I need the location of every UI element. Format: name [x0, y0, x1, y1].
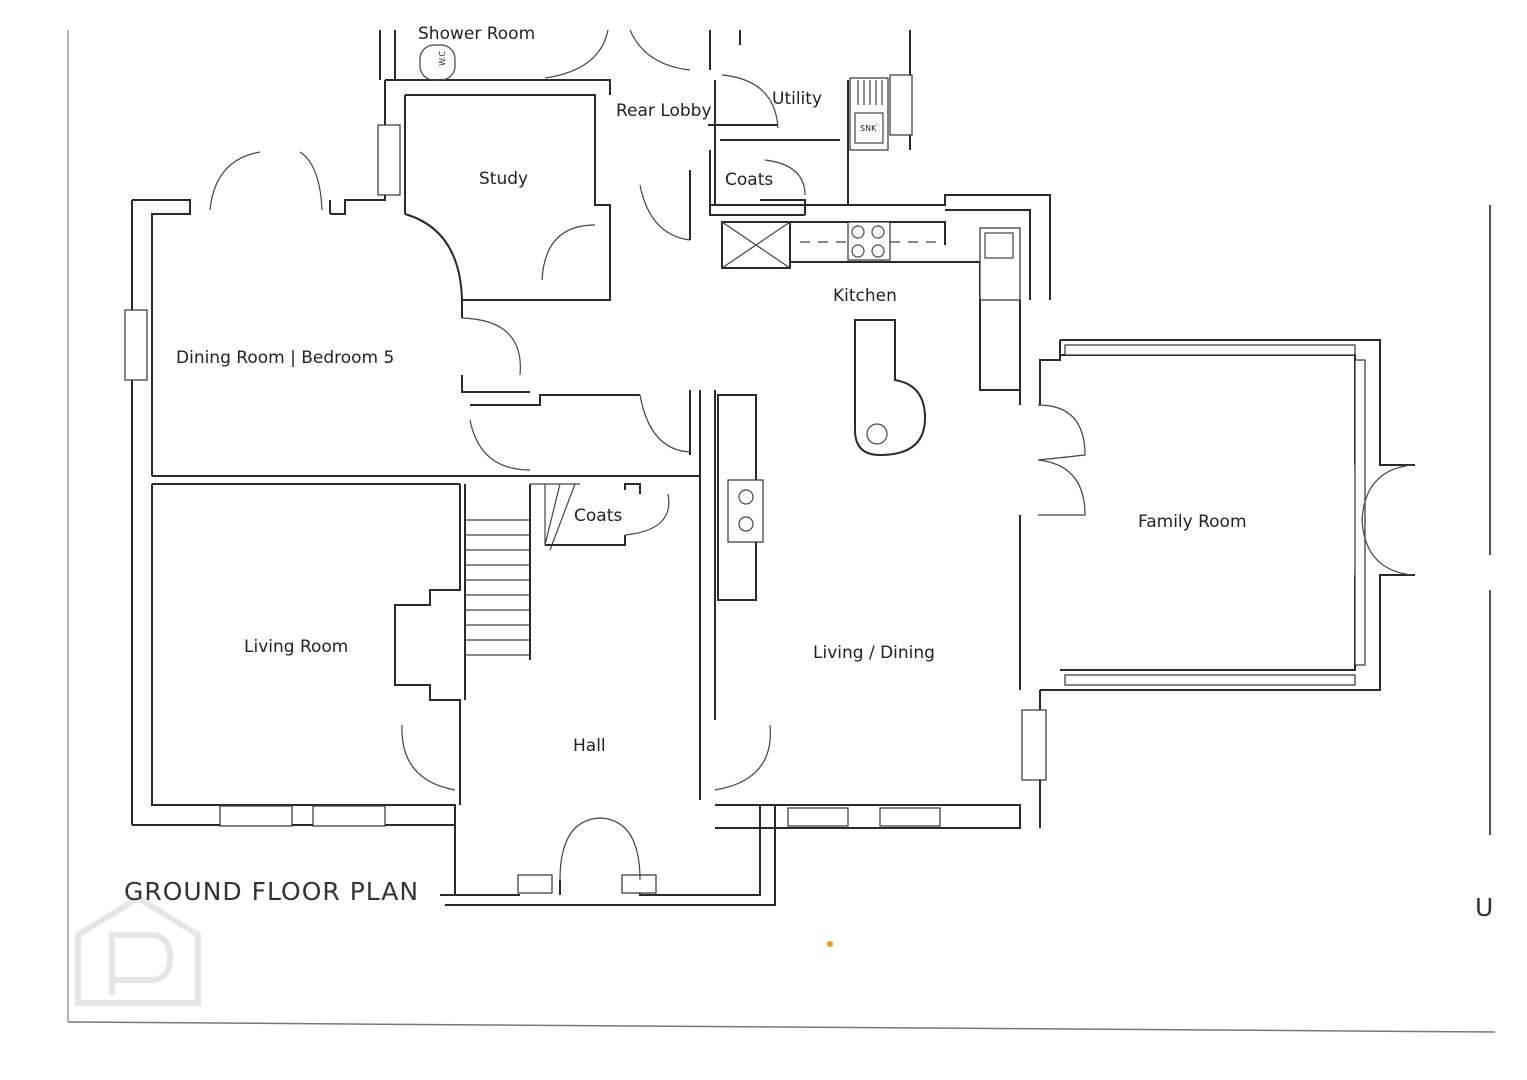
stray-mark: [827, 941, 833, 947]
label-wc: W.C: [438, 50, 447, 66]
plan-title: GROUND FLOOR PLAN: [124, 877, 419, 906]
label-sink: SNK: [860, 124, 877, 133]
label-coats-rear: Coats: [725, 170, 773, 190]
watermark-logo: [75, 894, 201, 1006]
label-kitchen: Kitchen: [833, 286, 897, 306]
label-living-dining: Living / Dining: [813, 643, 935, 663]
label-rear-lobby: Rear Lobby: [616, 101, 712, 121]
label-study: Study: [479, 169, 528, 189]
next-plan-title-fragment: U: [1475, 893, 1494, 922]
label-dining-bedroom: Dining Room | Bedroom 5: [176, 348, 394, 368]
label-coats-hall: Coats: [574, 506, 622, 526]
page-border-bottom: [67, 1021, 1496, 1033]
label-utility: Utility: [772, 89, 822, 109]
walls: [124, 29, 1415, 947]
label-hall: Hall: [573, 736, 606, 756]
label-family-room: Family Room: [1138, 512, 1247, 532]
label-shower-room: Shower Room: [418, 24, 535, 44]
label-living-room: Living Room: [244, 637, 348, 657]
